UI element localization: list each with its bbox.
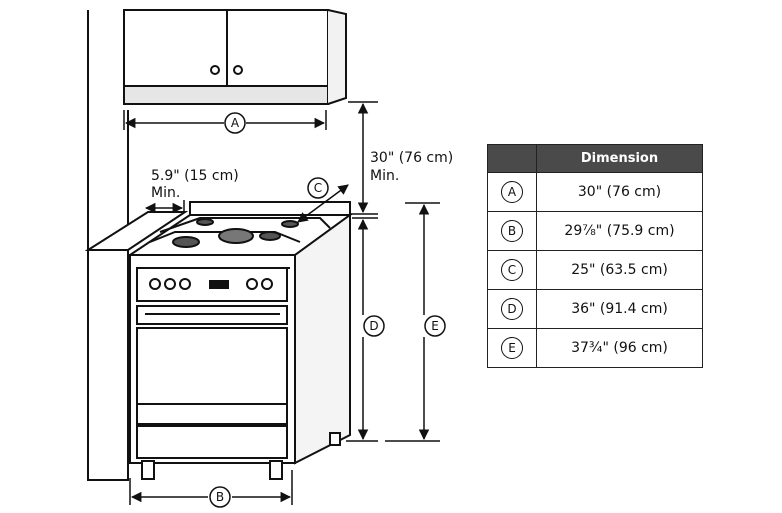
table-row: E 37¾" (96 cm)	[487, 328, 703, 368]
dimension-e	[385, 202, 440, 442]
label-a: A	[231, 116, 240, 130]
table-header-row: Dimension	[487, 144, 703, 173]
side-clearance-line-1: 5.9" (15 cm)	[151, 168, 239, 184]
row-value-a: 30" (76 cm)	[536, 172, 703, 212]
label-e: E	[431, 319, 439, 333]
table-row: C 25" (63.5 cm)	[487, 250, 703, 290]
label-c: C	[314, 181, 322, 195]
table-header-blank	[487, 144, 537, 173]
label-c-circle	[307, 177, 329, 199]
label-e-circle	[424, 315, 446, 337]
side-clearance-dimension	[144, 200, 185, 214]
top-clearance-line-2: Min.	[370, 168, 399, 184]
burner-grates	[149, 217, 331, 248]
row-key-e: E	[501, 337, 523, 359]
dimension-b	[129, 470, 293, 505]
top-clearance-dimension	[348, 101, 378, 215]
row-value-e: 37¾" (96 cm)	[536, 328, 703, 368]
label-d: D	[369, 319, 378, 333]
wall-cabinet	[123, 9, 347, 105]
row-key-d: D	[501, 298, 523, 320]
label-b: B	[216, 490, 224, 504]
dimension-d	[346, 217, 378, 442]
row-value-d: 36" (91.4 cm)	[536, 289, 703, 329]
table-header-dimension: Dimension	[536, 144, 703, 173]
row-value-b: 29⅞" (75.9 cm)	[536, 211, 703, 251]
dimension-table: Dimension A 30" (76 cm) B 29⅞" (75.9 cm)…	[487, 144, 703, 368]
table-row: B 29⅞" (75.9 cm)	[487, 211, 703, 251]
top-clearance-line-1: 30" (76 cm)	[370, 150, 453, 166]
label-a-circle	[224, 112, 246, 134]
label-d-circle	[363, 315, 385, 337]
side-clearance-line-2: Min.	[151, 185, 180, 201]
row-key-a: A	[501, 181, 523, 203]
table-row: D 36" (91.4 cm)	[487, 289, 703, 329]
label-b-circle	[209, 486, 231, 508]
row-key-b: B	[501, 220, 523, 242]
table-row: A 30" (76 cm)	[487, 172, 703, 212]
row-key-c: C	[501, 259, 523, 281]
range-body	[126, 201, 354, 480]
dimension-c	[297, 184, 349, 223]
dimension-a	[123, 110, 327, 130]
row-value-c: 25" (63.5 cm)	[536, 250, 703, 290]
side-counter	[84, 211, 189, 481]
